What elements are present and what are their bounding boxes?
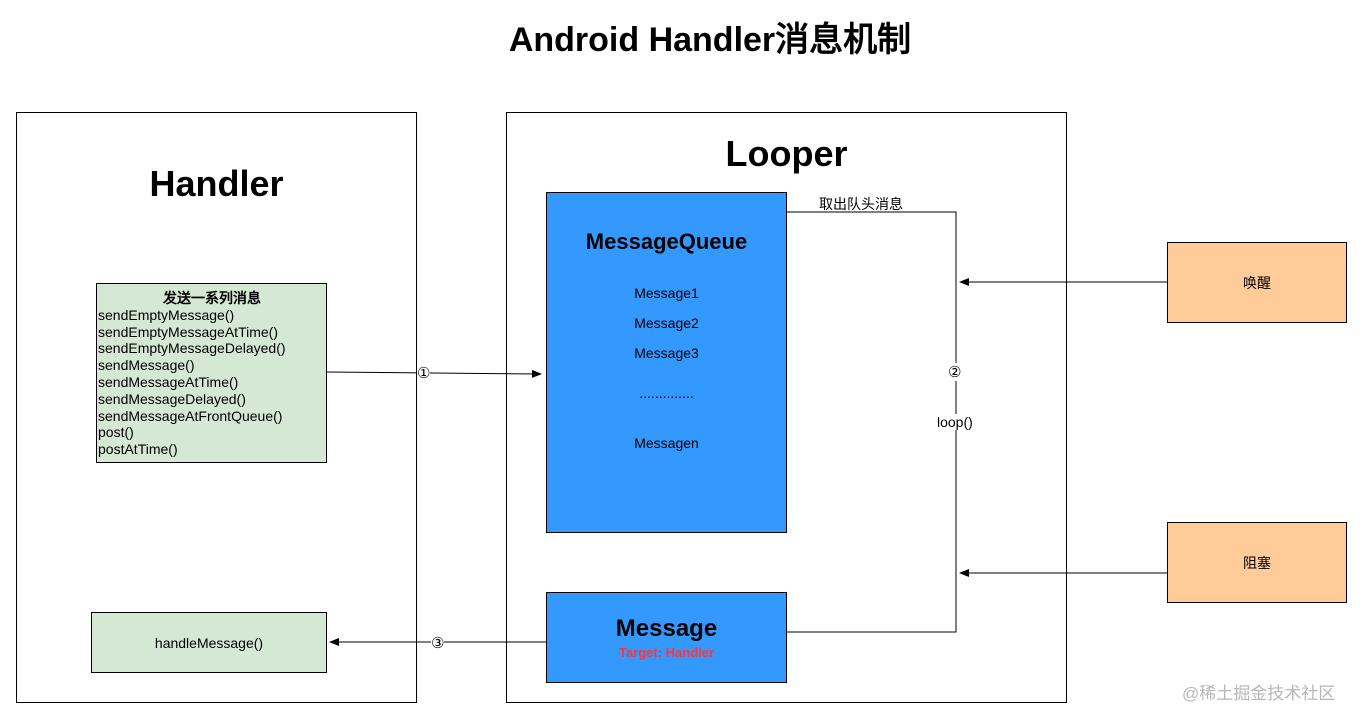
send-method-item: sendMessageAtTime() [98, 373, 239, 390]
message-target: Target: Handler [618, 645, 715, 660]
watermark: @稀土掘金技术社区 [1182, 684, 1336, 703]
block-box: 阻塞 [1167, 522, 1347, 603]
diagram-title: Android Handler消息机制 [508, 21, 912, 59]
queue-message-item: Messagen [634, 435, 699, 451]
send-methods-heading: 发送一系列消息 [163, 290, 261, 306]
message-queue-box: MessageQueue Message1 Message2 Message3 … [546, 192, 787, 533]
message-queue-title: MessageQueue [585, 229, 748, 254]
queue-message-item: Message3 [634, 345, 699, 361]
message-box: Message Target: Handler [546, 592, 787, 683]
queue-message-item: Message2 [634, 315, 699, 331]
queue-ellipsis: .............. [639, 385, 694, 401]
handler-title: Handler [149, 163, 284, 204]
handle-message-box: handleMessage() [91, 612, 327, 673]
send-method-item: sendMessage() [98, 357, 195, 374]
wake-box: 唤醒 [1167, 242, 1347, 323]
send-method-item: sendMessageAtFrontQueue() [98, 407, 283, 424]
send-method-item: postAtTime() [98, 441, 178, 458]
take-head-label: 取出队头消息 [819, 196, 903, 212]
step-three-label: ③ [431, 634, 445, 652]
step-one-label: ① [417, 364, 431, 382]
loop-label: loop() [937, 414, 973, 430]
loop-line [787, 211, 957, 633]
step-two-label: ② [948, 363, 962, 381]
message-title: Message [615, 615, 718, 642]
send-method-item: sendEmptyMessage() [98, 306, 235, 323]
send-method-item: post() [98, 424, 134, 441]
send-method-item: sendMessageDelayed() [98, 390, 246, 407]
send-methods-box: 发送一系列消息 sendEmptyMessage() sendEmptyMess… [96, 283, 327, 463]
looper-title: Looper [725, 133, 848, 174]
send-method-item: sendEmptyMessageDelayed() [98, 340, 286, 357]
queue-message-item: Message1 [634, 285, 699, 301]
send-arrow [326, 369, 542, 378]
send-method-item: sendEmptyMessageAtTime() [98, 323, 278, 340]
